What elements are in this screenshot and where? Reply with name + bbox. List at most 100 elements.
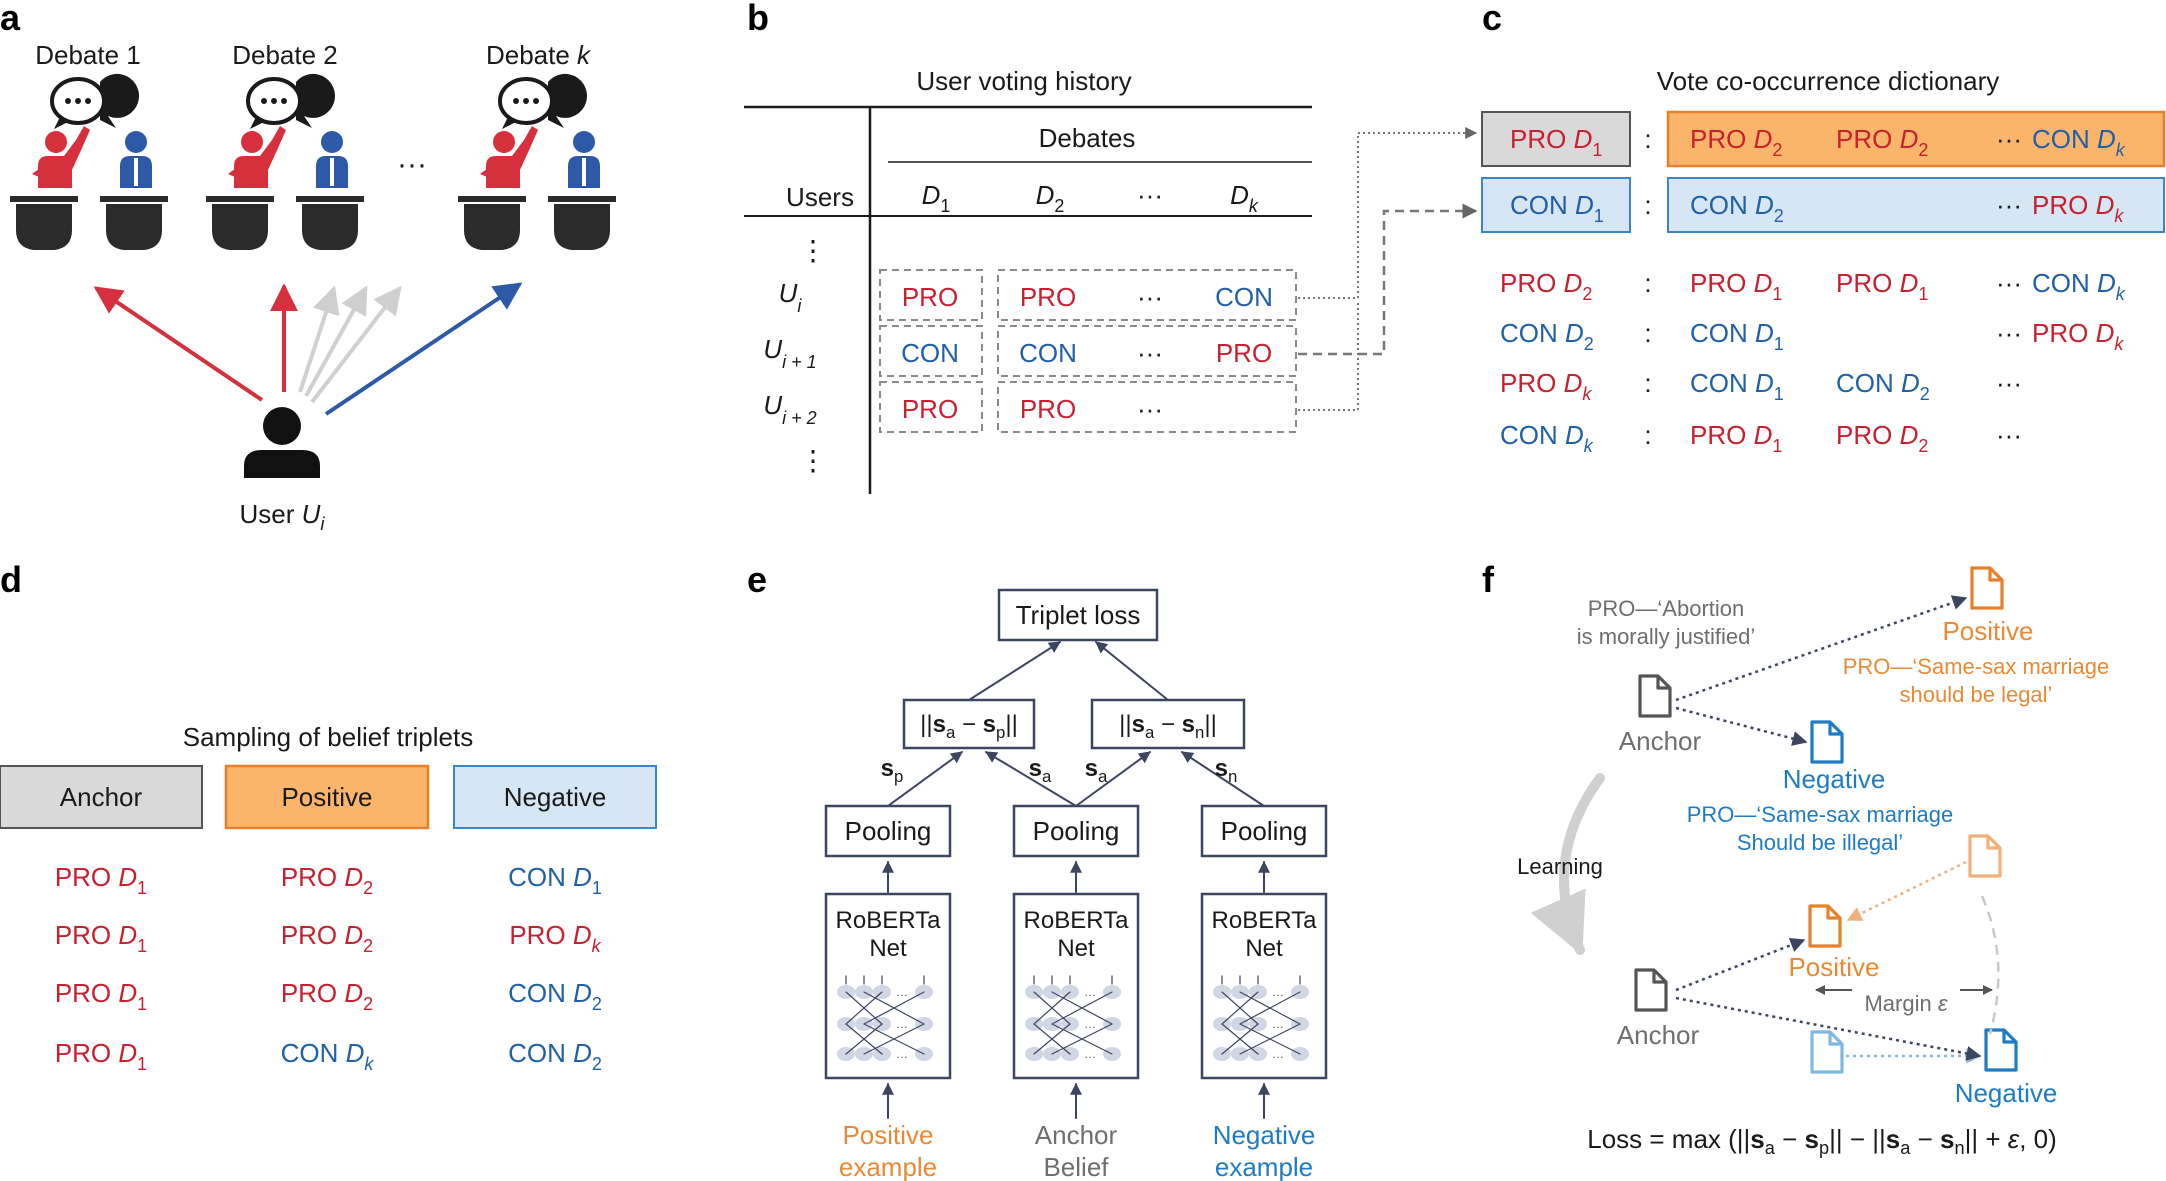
vote-cell: CON	[1215, 282, 1273, 312]
roberta-net: RoBERTaNet………	[1200, 860, 1328, 1119]
svg-text:…: …	[1272, 985, 1284, 999]
dictionary-key: CON Dk	[1500, 420, 1594, 456]
dictionary-row: CON D1:CON D2···PRO Dk	[1510, 190, 2124, 226]
triplet-cell: PRO Dk	[509, 920, 601, 956]
debates-header: Debates	[1039, 123, 1136, 153]
panel-d: Sampling of belief triplets Anchor Posit…	[0, 722, 657, 1074]
user-row-label: Ui	[779, 278, 803, 316]
debate-1-label: Debate 1	[35, 40, 141, 70]
panel-letter-c: c	[1482, 0, 1502, 38]
dictionary-value: PRO Dk	[2032, 318, 2124, 354]
panel-letter-b: b	[747, 0, 769, 38]
roberta-label: RoBERTa	[836, 907, 942, 934]
dictionary-value: ···	[1996, 268, 2022, 298]
svg-text:…: …	[1084, 1017, 1096, 1031]
dictionary-title: Vote co-occurrence dictionary	[1657, 66, 2000, 96]
dict-key-box-pro	[1481, 111, 1631, 167]
learning-label: Learning	[1517, 854, 1603, 879]
svg-text:…: …	[896, 985, 908, 999]
roberta-net: RoBERTaNet………	[824, 860, 952, 1119]
roberta-label: RoBERTa	[1024, 907, 1130, 934]
voting-dashed-boxes	[879, 269, 1297, 433]
positive-doc-icon	[1808, 904, 1842, 948]
dictionary-value: PRO D1	[1690, 420, 1782, 456]
triplet-loss-label: Triplet loss	[1016, 600, 1141, 630]
vdots-top: ⋮	[799, 235, 827, 266]
dictionary-row: CON D2:CON D1···PRO Dk	[1500, 318, 2124, 354]
negative-header-box	[453, 765, 657, 829]
s-a-label: sa	[1029, 755, 1052, 786]
anchor-belief-label-2: Belief	[1043, 1152, 1109, 1181]
dictionary-value: ···	[1996, 420, 2022, 450]
negative-doc-icon	[1984, 1028, 2018, 1072]
dict-key-box-con	[1481, 177, 1631, 233]
blue-speaker-icon	[125, 131, 147, 153]
positive-header-box	[224, 764, 430, 830]
dictionary-value: CON Dk	[2032, 268, 2126, 304]
dictionary-key: CON D2	[1500, 318, 1594, 354]
svg-text:…: …	[896, 1047, 908, 1061]
panel-letter-d: d	[0, 559, 22, 600]
svg-text:…: …	[896, 1017, 908, 1031]
dictionary-value: ···	[1996, 124, 2022, 154]
negative-label-bottom: Negative	[1955, 1078, 2058, 1108]
distance-an-box	[1090, 698, 1246, 750]
svg-text:…: …	[1272, 1017, 1284, 1031]
anchor-label-top: Anchor	[1619, 726, 1702, 756]
dictionary-colon: :	[1644, 190, 1651, 220]
dict-value-box-orange	[1666, 110, 2166, 168]
roberta-net: RoBERTaNet………	[1012, 860, 1140, 1119]
connector-con	[1298, 203, 1478, 356]
triplet-cell: CON Dk	[281, 1038, 375, 1074]
dictionary-colon: :	[1644, 124, 1651, 154]
user-icon	[244, 407, 320, 478]
triplets-title: Sampling of belief triplets	[183, 722, 473, 752]
negative-doc-faded-icon	[1810, 1030, 1844, 1074]
vote-cell: CON	[1019, 338, 1077, 368]
pooling-box-anchor	[1012, 804, 1140, 858]
positive-doc-faded-icon	[1968, 834, 2002, 878]
pro-illegal-line-1: PRO—‘Same-sax marriage	[1687, 802, 1954, 827]
anchor-belief-label: Anchor	[1035, 1120, 1118, 1150]
distance-an-label: ||sa − sn||	[1119, 711, 1217, 742]
dictionary-key: PRO D2	[1500, 268, 1592, 304]
speech-bubble-icon	[100, 73, 140, 128]
dictionary-value: PRO D2	[1836, 420, 1928, 456]
dictionary-value: CON D1	[1690, 368, 1784, 404]
pro-illegal-line-2: Should be illegal’	[1737, 830, 1903, 855]
triplet-cell: PRO D2	[281, 978, 373, 1014]
pooling-label: Pooling	[845, 816, 932, 846]
dictionary-colon: :	[1644, 268, 1651, 298]
dictionary-key: PRO D1	[1510, 124, 1602, 160]
debate-k-label: Debate k	[486, 40, 592, 70]
dictionary-value: ···	[1996, 318, 2022, 348]
panel-a: Debate 1 Debate 2 Debate k ···	[10, 40, 616, 534]
arrow-to-debate-1	[93, 286, 264, 402]
triplet-cell: PRO D1	[55, 920, 147, 956]
loss-formula: Loss = max (||sa − sp|| − ||sa − sn|| + …	[1587, 1124, 2057, 1158]
vote-cell: ···	[1137, 394, 1163, 424]
negative-example-label: Negative	[1213, 1120, 1316, 1150]
triplet-cell: CON D1	[508, 862, 602, 898]
user-row-label: Ui + 2	[763, 390, 816, 428]
dictionary-value: ···	[1996, 190, 2022, 220]
dictionary-value: PRO D1	[1690, 268, 1782, 304]
vote-cell: PRO	[902, 282, 958, 312]
pro-legal-line-2: should be legal’	[1900, 682, 2053, 707]
dictionary-value: PRO Dk	[2032, 190, 2124, 226]
margin-label: Margin ε	[1864, 991, 1947, 1016]
debate-2-label: Debate 2	[232, 40, 338, 70]
dict-value-box-blue	[1667, 177, 2165, 233]
red-speaker-icon	[45, 131, 67, 153]
vote-cell: PRO	[1020, 282, 1076, 312]
roberta-label: Net	[1245, 935, 1283, 962]
